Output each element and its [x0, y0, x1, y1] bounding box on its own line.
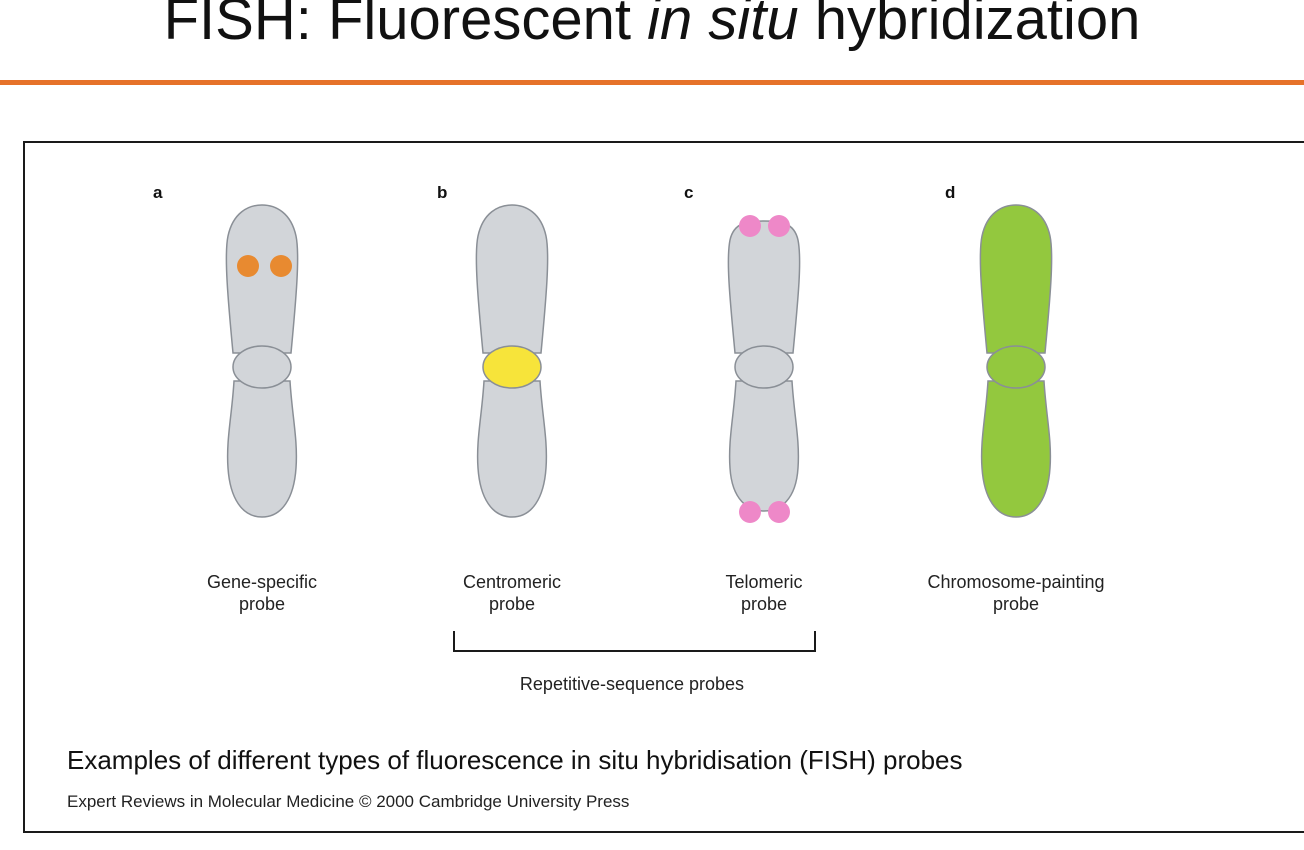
- probe-label-a-line1: Gene-specific: [207, 572, 317, 592]
- panel-letter-d: d: [945, 183, 955, 202]
- chromosome-d-centromere: [986, 345, 1046, 389]
- slide-title: FISH: Fluorescent in situ hybridization: [0, 0, 1304, 62]
- probe-label-a-line2: probe: [239, 594, 285, 614]
- panel-letter-a: a: [153, 183, 163, 202]
- gene-probe-signal-right: [270, 255, 292, 277]
- telomeric-probe-signal-bottom-left: [739, 501, 761, 523]
- repetitive-probes-label: Repetitive-sequence probes: [520, 674, 744, 694]
- gene-probe-signal-left: [237, 255, 259, 277]
- centromeric-probe-signal: [482, 345, 542, 389]
- chromosome-c-centromere: [734, 345, 794, 389]
- chromosome-d-upper-arm: [979, 204, 1053, 354]
- telomeric-probe-signal-top-right: [768, 215, 790, 237]
- chromosome-b: [475, 204, 549, 518]
- panel-letter-c: c: [684, 183, 693, 202]
- probe-label-b-line1: Centromeric: [463, 572, 561, 592]
- chromosome-a: [225, 204, 299, 518]
- chromosome-c-lower-arm: [728, 380, 800, 512]
- chromosome-d-lower-arm: [980, 380, 1052, 518]
- chromosome-a-upper-arm: [225, 204, 299, 354]
- figure-credit: Expert Reviews in Molecular Medicine © 2…: [67, 792, 630, 811]
- probe-label-c-line1: Telomeric: [725, 572, 802, 592]
- chromosome-b-upper-arm: [475, 204, 549, 354]
- title-part2: hybridization: [798, 0, 1141, 52]
- title-divider: [0, 80, 1304, 85]
- probe-label-c-line2: probe: [741, 594, 787, 614]
- probe-label-b-line2: probe: [489, 594, 535, 614]
- chromosome-a-lower-arm: [226, 380, 298, 518]
- title-part1: FISH: Fluorescent: [163, 0, 648, 52]
- telomeric-probe-signal-bottom-right: [768, 501, 790, 523]
- chromosome-c-upper-arm: [727, 220, 801, 354]
- panel-letter-b: b: [437, 183, 447, 202]
- chromosome-d: [979, 204, 1053, 518]
- chromosome-c: [727, 215, 801, 523]
- probe-label-d-line1: Chromosome-painting: [927, 572, 1104, 592]
- probe-label-d-line2: probe: [993, 594, 1039, 614]
- chromosome-b-lower-arm: [476, 380, 548, 518]
- repetitive-probes-bracket: [453, 631, 816, 652]
- chromosome-a-centromere: [232, 345, 292, 389]
- title-italic: in situ: [647, 0, 799, 52]
- figure-caption: Examples of different types of fluoresce…: [67, 745, 963, 775]
- telomeric-probe-signal-top-left: [739, 215, 761, 237]
